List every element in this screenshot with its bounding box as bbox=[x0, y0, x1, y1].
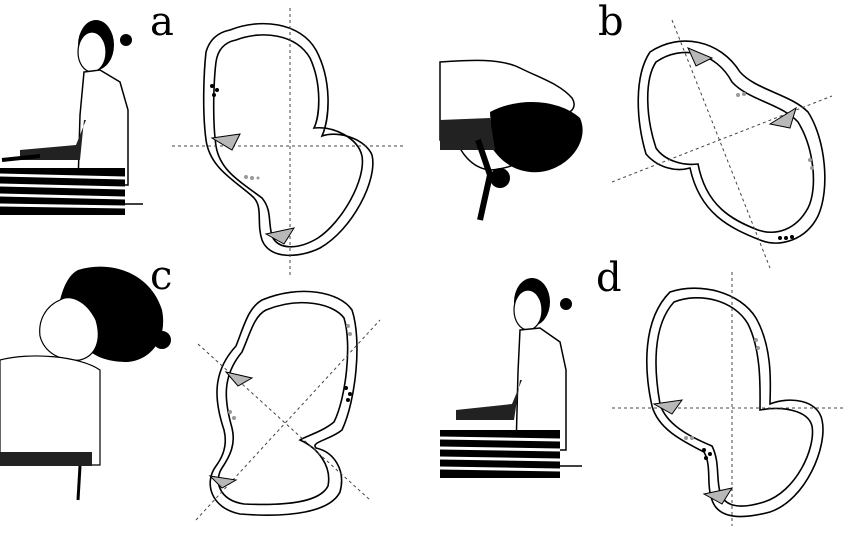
grey-dots-d bbox=[684, 338, 760, 440]
person-illustration-c bbox=[0, 267, 171, 500]
sac-outline-b bbox=[638, 41, 825, 243]
person-illustration-d bbox=[440, 278, 582, 478]
grey-dots-a bbox=[244, 175, 260, 180]
crosshair-b bbox=[612, 20, 832, 268]
person-illustration-a bbox=[0, 20, 143, 215]
grey-dots-c bbox=[228, 324, 352, 420]
crosshair-d bbox=[612, 272, 846, 526]
ligament-marks-a bbox=[212, 134, 294, 244]
person-illustration-b bbox=[440, 60, 583, 220]
nerve-dots-d bbox=[702, 448, 712, 460]
crosshair-c bbox=[196, 320, 380, 520]
nerve-dots-c bbox=[344, 386, 352, 402]
nerve-dots-b bbox=[778, 235, 794, 240]
